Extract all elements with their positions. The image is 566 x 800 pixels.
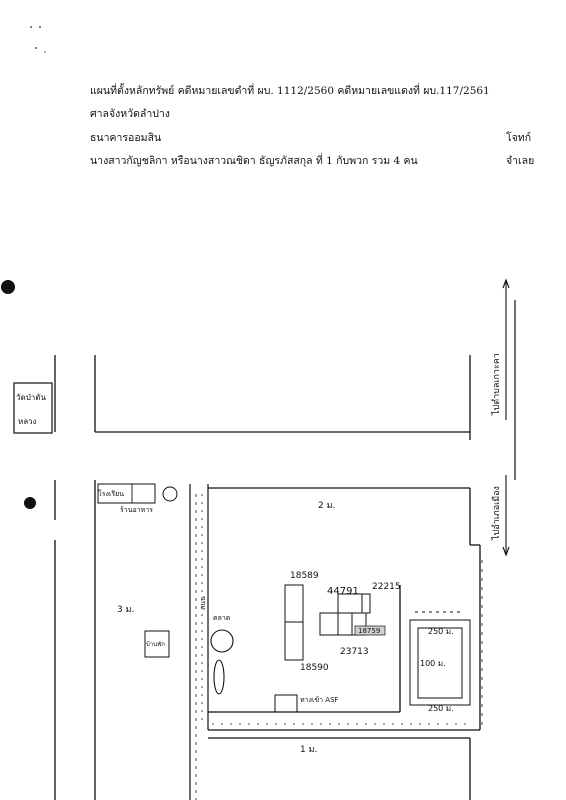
market-circle	[210, 629, 234, 653]
temple-box	[13, 382, 53, 434]
deed-23713: 23713	[340, 647, 369, 657]
side-road	[189, 484, 209, 800]
deed-18590: 18590	[300, 663, 329, 673]
width-2m-label: 2 ม.	[318, 501, 335, 511]
deed-22215: 22215	[372, 582, 401, 592]
dim-250-top: 250 ม.	[428, 627, 454, 636]
compound-outline	[208, 487, 481, 731]
defendants-line: นางสาวกัญชลิกา หรือนางสาวณชิดา ธัญรภัสสก…	[90, 155, 418, 167]
school-inner-box	[131, 483, 156, 504]
highlight-box	[354, 625, 386, 636]
plaintiff-name: ธนาคารออมสิน	[90, 132, 162, 144]
market-label: ตลาด	[213, 614, 230, 622]
school-label: โรงเรียน	[98, 489, 124, 498]
deed-44791: 44791	[327, 586, 359, 597]
scan-specks	[30, 26, 46, 53]
arrow-down-icon	[502, 475, 510, 557]
deed-18759: 18759	[358, 627, 380, 635]
house-label: บ้านพัก	[146, 641, 165, 648]
tree-icon	[162, 486, 178, 502]
scan-hole-mark	[24, 497, 36, 509]
upper-road	[54, 355, 471, 440]
road-label-bottom: ไปอำเภอเมือง	[491, 486, 502, 541]
lower-left-road	[54, 480, 96, 800]
deed-18589: 18589	[290, 571, 319, 581]
width-1m-label: 1 ม.	[300, 745, 317, 755]
court-name: ศาลจังหวัดลำปาง	[90, 108, 170, 120]
deed-parcels	[284, 584, 371, 661]
scan-hole-mark	[1, 280, 15, 294]
side-road-label: ถนน	[199, 596, 207, 610]
asf-gate	[274, 694, 298, 713]
defendant-role: จำเลย	[506, 155, 535, 167]
dim-100: 100 ม.	[420, 659, 446, 668]
pond-oval	[213, 659, 225, 695]
shop-label: ร้านอาหาร	[120, 506, 153, 514]
width-3m-label: 3 ม.	[117, 605, 134, 615]
right-lot	[409, 611, 471, 706]
bottom-road	[208, 560, 483, 800]
arrow-up-icon	[502, 278, 510, 420]
asf-label: ทางเข้า ASF	[300, 696, 339, 704]
plaintiff-role: โจทก์	[506, 132, 532, 144]
dim-250-bottom: 250 ม.	[428, 704, 454, 713]
road-label-top: ไปตำบลเกาะคา	[491, 353, 502, 416]
header-title-line: แผนที่ตั้งหลักทรัพย์ คดีหมายเลขดำที่ ผบ.…	[90, 85, 490, 97]
temple-label-1: วัดป่าตัน	[16, 393, 46, 402]
house-box	[144, 630, 170, 658]
temple-label-2: หลวง	[18, 417, 37, 426]
